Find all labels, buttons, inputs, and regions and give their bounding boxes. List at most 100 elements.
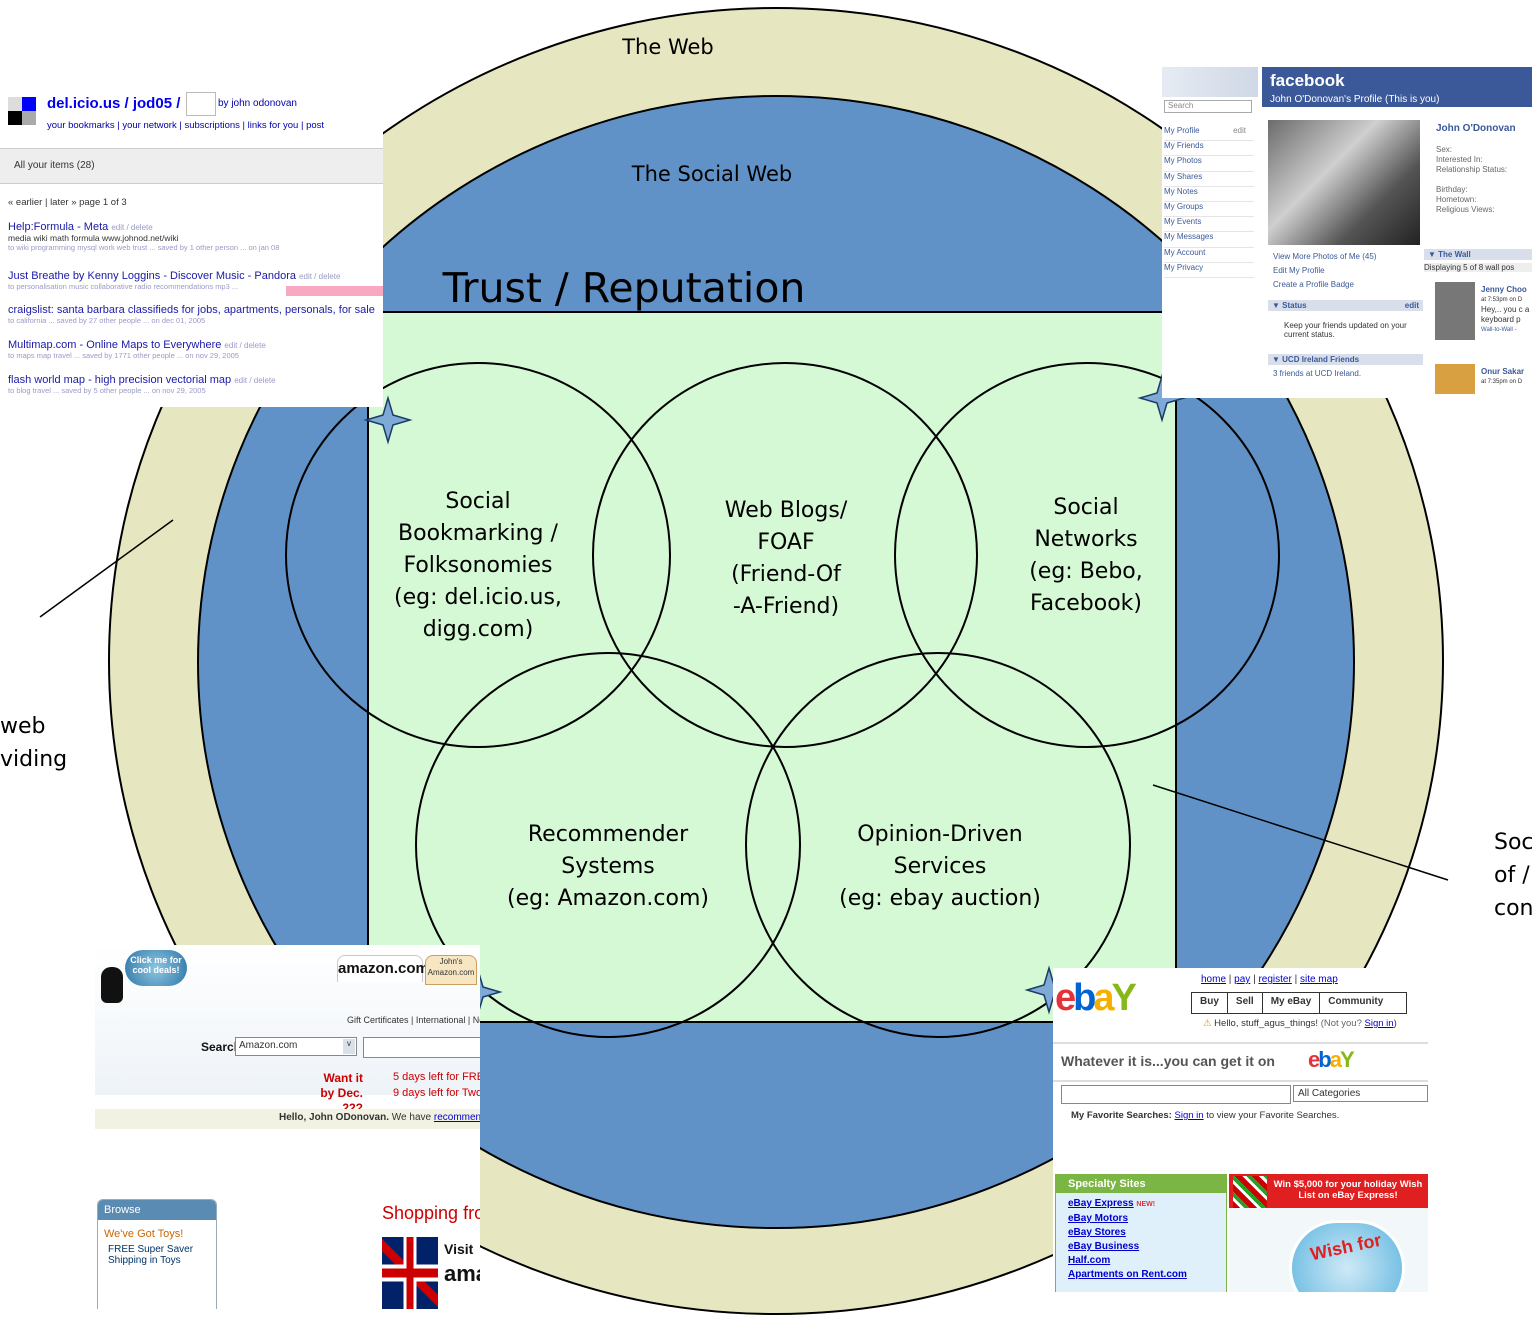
right-callout-line-2: of / <box>1494 863 1530 888</box>
site-link[interactable]: eBay Stores <box>1068 1227 1126 1238</box>
recommend-link[interactable]: recommend <box>433 1112 480 1123</box>
menu-item[interactable]: My Notes <box>1164 187 1254 202</box>
site-link[interactable]: Half.com <box>1068 1255 1111 1266</box>
toplink[interactable]: home <box>1201 974 1227 985</box>
menu-item[interactable]: My Groups <box>1164 202 1254 218</box>
item-edit[interactable]: edit / delete <box>299 272 341 281</box>
search-label: Search <box>201 1040 242 1054</box>
menu-item[interactable]: My Friends <box>1164 141 1254 157</box>
wall-author[interactable]: Onur Sakar <box>1481 367 1525 376</box>
menu-item[interactable]: My Photos <box>1164 156 1254 172</box>
profile-photo[interactable] <box>1268 120 1420 245</box>
search-scope[interactable]: Amazon.com v <box>235 1037 357 1056</box>
list-item[interactable]: Help:Formula - Meta edit / delete media … <box>8 221 383 252</box>
item-edit[interactable]: edit / delete <box>234 376 276 385</box>
tag-input[interactable] <box>186 92 216 116</box>
site-link[interactable]: eBay Express <box>1068 1198 1134 1209</box>
menu-item[interactable]: My Privacy <box>1164 263 1254 278</box>
item-title[interactable]: Just Breathe by Kenny Loggins - Discover… <box>8 270 296 282</box>
super-saver-link[interactable]: FREE Super Saver Shipping in Toys <box>108 1244 194 1266</box>
delicious-by[interactable]: by john odonovan <box>218 98 297 109</box>
blogs-line: Web Blogs/ <box>725 498 848 523</box>
site-link[interactable]: Apartments on Rent.com <box>1068 1269 1187 1280</box>
search-placeholder: Search <box>1168 101 1194 110</box>
blogs-line: FOAF <box>757 530 814 555</box>
list-item[interactable]: craigslist: santa barbara classifieds fo… <box>8 304 383 325</box>
tab-johns[interactable]: John's Amazon.com <box>425 955 477 985</box>
tab-community[interactable]: Community <box>1328 996 1384 1007</box>
category-select[interactable]: All Categories <box>1293 1085 1428 1102</box>
label-networks: Social Networks (eg: Bebo, Facebook) <box>1029 495 1143 616</box>
facebook-logo[interactable]: facebook <box>1270 71 1345 90</box>
opinion-line: Opinion-Driven <box>857 822 1022 847</box>
amazon-logo[interactable]: amazon.com <box>337 955 429 982</box>
site-link[interactable]: eBay Business <box>1068 1241 1140 1252</box>
item-title[interactable]: craigslist: santa barbara classifieds fo… <box>8 304 375 316</box>
ebay-logo[interactable]: ebaY <box>1055 977 1137 1019</box>
item-edit[interactable]: edit / delete <box>111 223 153 232</box>
sign-in-link[interactable]: Sign in <box>1364 1018 1394 1029</box>
toplink[interactable]: site map <box>1299 974 1338 985</box>
wall-photo[interactable] <box>1435 282 1475 340</box>
wall-header[interactable]: ▼ The Wall <box>1424 249 1532 260</box>
tab-myebay[interactable]: My eBay <box>1263 993 1321 1013</box>
list-item[interactable]: flash world map - high precision vectori… <box>8 374 383 395</box>
networks-line: Facebook) <box>1030 591 1142 616</box>
menu-item[interactable]: My Account <box>1164 248 1254 263</box>
promo-banner[interactable]: Win $5,000 for your holiday Wish List on… <box>1229 1174 1428 1292</box>
circle-bookmarking <box>285 362 671 748</box>
ucd-header[interactable]: ▼ UCD Ireland Friends <box>1268 354 1423 365</box>
search-input[interactable] <box>1061 1085 1291 1104</box>
search-input[interactable]: Search <box>1164 100 1252 113</box>
item-edit[interactable]: edit / delete <box>224 341 266 350</box>
wall-photo[interactable] <box>1435 364 1475 394</box>
hello-line: ⚠ Hello, stuff_agus_things! (Not you? Si… <box>1203 1018 1397 1029</box>
search-input[interactable] <box>363 1037 480 1058</box>
days-left-2[interactable]: 9 days left for Two- <box>393 1087 480 1099</box>
list-item[interactable]: Multimap.com - Online Maps to Everywhere… <box>8 339 383 360</box>
menu-item[interactable]: My Events <box>1164 217 1254 233</box>
toplink[interactable]: pay <box>1234 974 1251 985</box>
deals-badge[interactable]: Click me for cool deals! <box>125 950 187 986</box>
deals-badge-text: Click me for cool deals! <box>130 955 182 975</box>
chevron-down-icon: v <box>343 1039 355 1054</box>
wall-author[interactable]: Jenny Choo <box>1481 285 1527 294</box>
profile-link[interactable]: Edit My Profile <box>1273 266 1325 275</box>
ebay-mini-logo: ebaY <box>1308 1047 1355 1072</box>
profile-link[interactable]: Create a Profile Badge <box>1273 280 1354 289</box>
menu-item[interactable]: My Messages <box>1164 232 1254 248</box>
delicious-title[interactable]: del.icio.us / jod05 / <box>47 95 181 112</box>
fav-signin-link[interactable]: Sign in <box>1174 1110 1204 1121</box>
new-badge: NEW! <box>1136 1201 1156 1208</box>
pager[interactable]: « earlier | later » page 1 of 3 <box>8 197 127 208</box>
tab-sell[interactable]: Sell <box>1228 993 1263 1013</box>
label-recommender: Recommender Systems (eg: Amazon.com) <box>507 822 709 911</box>
tab-buy[interactable]: Buy <box>1192 993 1228 1013</box>
toplink[interactable]: register <box>1258 974 1292 985</box>
amazon-uk-logo[interactable]: ama <box>444 1261 480 1286</box>
item-title[interactable]: Multimap.com - Online Maps to Everywhere <box>8 339 222 351</box>
browse-header: Browse <box>98 1200 216 1220</box>
penguin-icon <box>101 967 123 1003</box>
blogs-line: -A-Friend) <box>733 594 839 619</box>
item-title[interactable]: Help:Formula - Meta <box>8 221 109 233</box>
ucd-text[interactable]: 3 friends at UCD Ireland. <box>1273 369 1362 378</box>
wall-link[interactable]: Wall-to-Wall - <box>1481 327 1517 333</box>
item-title[interactable]: flash world map - high precision vectori… <box>8 374 232 386</box>
site-link[interactable]: eBay Motors <box>1068 1213 1129 1224</box>
visit-label[interactable]: Visit <box>444 1241 474 1257</box>
delicious-nav[interactable]: your bookmarks | your network | subscrip… <box>47 120 325 131</box>
uk-flag-icon[interactable] <box>382 1237 438 1309</box>
left-callout-line-1: web <box>0 714 46 739</box>
profile-link[interactable]: View More Photos of Me (45) <box>1273 252 1377 261</box>
item-meta: to blog travel ... saved by 5 other peop… <box>8 386 206 395</box>
toys-heading[interactable]: We've Got Toys! <box>104 1228 184 1240</box>
days-left-1[interactable]: 5 days left for FREE <box>393 1071 480 1083</box>
list-item[interactable]: Just Breathe by Kenny Loggins - Discover… <box>8 270 383 291</box>
recommender-line: (eg: Amazon.com) <box>507 886 709 911</box>
bookmarking-line: Folksonomies <box>403 553 552 578</box>
menu-item[interactable]: My Shares <box>1164 172 1254 187</box>
amazon-links[interactable]: Gift Certificates | International | New … <box>347 1015 480 1025</box>
